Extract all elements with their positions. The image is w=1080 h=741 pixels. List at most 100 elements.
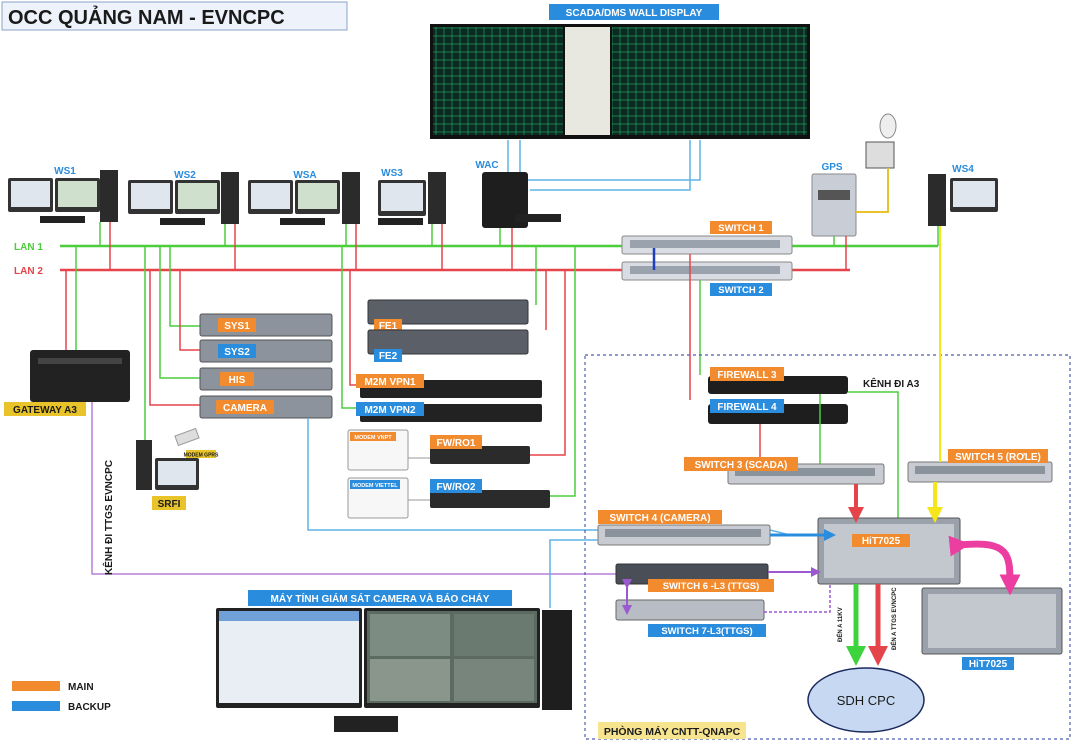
srfi-tag — [152, 496, 186, 510]
firewall3-label: FIREWALL 3 — [717, 370, 777, 381]
modem-vnpt-label: MODEM VNPT — [354, 435, 392, 441]
server-room-boundary — [584, 354, 1071, 740]
ws4-label: WS4 — [952, 164, 974, 175]
switch4-label: SWITCH 4 (CAMERA) — [609, 513, 710, 524]
modem-viettel[interactable] — [347, 477, 409, 519]
vertical-label-right: ĐẾN A TTGS EVNCPC — [891, 587, 898, 650]
fe2-label: FE2 — [379, 351, 398, 362]
switch5-label: SWITCH 5 (RƠLE) — [955, 452, 1041, 463]
camera-monitor-label: MÁY TÍNH GIÁM SÁT CAMERA VÀ BÁO CHÁY — [271, 592, 490, 605]
sys2-label: SYS2 — [224, 347, 250, 358]
wsa[interactable] — [248, 172, 360, 225]
gps-antenna-cable — [856, 168, 889, 213]
fwro2-tag — [430, 479, 482, 493]
modem-viettel-label: MODEM VIETTEL — [352, 483, 398, 489]
wall-panel-2 — [565, 27, 610, 135]
switch3-tag — [684, 457, 798, 471]
firewall4-tag — [710, 399, 784, 413]
fe1-tag — [374, 319, 402, 332]
link-wall-a — [519, 140, 701, 181]
hit-ring-link — [948, 535, 1021, 596]
title-box — [1, 1, 348, 31]
switch2-label: SWITCH 2 — [718, 285, 763, 296]
room-label: PHÒNG MÁY CNTT-QNAPC — [604, 725, 741, 738]
ws3-label: WS3 — [381, 168, 403, 179]
firewall3-tag — [710, 367, 784, 381]
fe1-label: FE1 — [379, 321, 398, 332]
m2m1-tag — [356, 374, 424, 388]
modem-gprs-tag — [186, 450, 216, 458]
switch5-role[interactable] — [907, 461, 1053, 483]
hit7025-main-tag — [852, 534, 910, 547]
his-tag — [220, 372, 254, 386]
m2m2-tag — [356, 402, 424, 416]
camera-monitor-station[interactable] — [216, 608, 572, 732]
m2m1-label: M2M VPN1 — [364, 377, 416, 388]
wsa-label: WSA — [293, 170, 316, 181]
legend-backup-swatch — [12, 701, 60, 711]
fe1-server[interactable] — [367, 299, 529, 325]
his-server[interactable] — [199, 367, 333, 391]
fw-ro1[interactable] — [430, 446, 530, 464]
switch4-camera[interactable] — [597, 524, 771, 546]
link-wall-b — [530, 140, 691, 191]
kenh-a3-label: KÊNH ĐI A3 — [863, 377, 920, 390]
gateway-label: GATEWAY A3 — [13, 405, 77, 416]
switch3-label: SWITCH 3 (SCADA) — [695, 460, 788, 471]
fw-ro2[interactable] — [430, 490, 550, 508]
his-label: HIS — [229, 375, 246, 386]
wall-display-label-box — [549, 4, 719, 20]
wall-panel-1 — [433, 27, 563, 135]
ws2[interactable] — [128, 172, 239, 225]
ws-drops — [99, 222, 939, 270]
wac-label: WAC — [475, 160, 498, 171]
wac[interactable] — [482, 172, 561, 228]
sys2-tag — [218, 344, 256, 358]
switch2[interactable] — [621, 261, 793, 281]
gps-label: GPS — [821, 162, 842, 173]
modem-vnpt[interactable] — [347, 429, 409, 471]
monitor-to-switch4 — [549, 539, 598, 608]
hit7025-main[interactable] — [817, 517, 961, 585]
camera-label: CAMERA — [223, 403, 267, 414]
switch6-tag — [648, 579, 774, 592]
camera-to-switch4 — [307, 418, 791, 536]
ws1-label: WS1 — [54, 166, 76, 177]
srfi[interactable] — [136, 427, 200, 490]
lan2-label: LAN 2 — [14, 266, 43, 277]
gps-receiver[interactable] — [811, 113, 897, 237]
fwro1-label: FW/RO1 — [437, 438, 476, 449]
switch5-tag — [948, 449, 1048, 463]
firewall4-label: FIREWALL 4 — [717, 402, 777, 413]
fe2-tag — [374, 349, 402, 362]
ws1[interactable] — [8, 170, 118, 223]
legend-backup-label: BACKUP — [68, 702, 111, 713]
wall-panel-3 — [612, 27, 807, 135]
fwro1-tag — [430, 435, 482, 449]
vertical-label-left: ĐẾN A 11KV — [837, 607, 844, 642]
switch7-label: SWITCH 7-L3(TTGS) — [661, 626, 752, 637]
switch2-tag — [710, 283, 772, 296]
srfi-label: SRFI — [158, 499, 181, 510]
room-tag — [598, 722, 746, 739]
modem-gprs-label: MODEM GPRS — [184, 453, 219, 459]
switch7-to-hit — [764, 585, 831, 613]
sys1-tag — [218, 318, 256, 332]
fwro2-label: FW/RO2 — [437, 482, 476, 493]
switch1-tag — [710, 221, 772, 234]
fe2-server[interactable] — [367, 329, 529, 355]
wall-display-label: SCADA/DMS WALL DISPLAY — [566, 8, 703, 19]
switch6-label: SWITCH 6 -L3 (TTGS) — [663, 581, 760, 592]
hit7025-main-label: HiT7025 — [862, 536, 901, 547]
gateway-a3[interactable] — [30, 350, 130, 402]
page-title: OCC QUẢNG NAM - EVNCPC — [8, 6, 285, 29]
sdh-cpc[interactable] — [807, 667, 925, 733]
sys1-label: SYS1 — [224, 321, 250, 332]
ws4[interactable] — [928, 174, 998, 226]
ws3[interactable] — [378, 172, 446, 225]
hit7025-second[interactable] — [921, 587, 1063, 655]
firewall-to-kenh-a3 — [848, 391, 899, 545]
switch7-ttgs[interactable] — [615, 599, 765, 621]
switch1[interactable] — [621, 235, 793, 255]
